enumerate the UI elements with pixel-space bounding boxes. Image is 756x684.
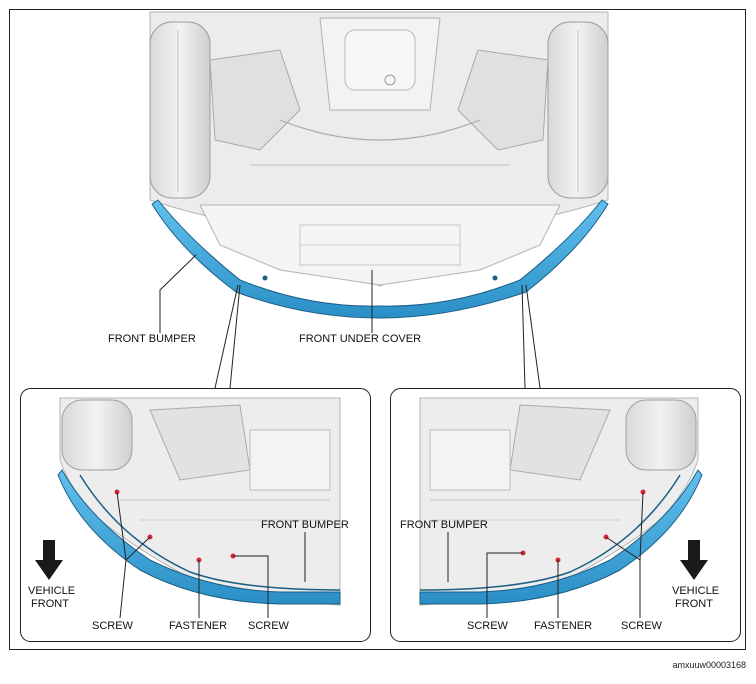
right-fastener-label: FASTENER bbox=[534, 620, 593, 632]
left-fastener-label: FASTENER bbox=[169, 620, 228, 632]
left-front-bumper-label: FRONT BUMPER bbox=[261, 519, 349, 531]
right-front-bumper-label: FRONT BUMPER bbox=[400, 519, 488, 531]
right-screw-label-1: SCREW bbox=[467, 620, 508, 632]
left-vehicle-label: VEHICLE bbox=[28, 585, 76, 597]
left-screw-label-1: SCREW bbox=[92, 620, 133, 632]
left-screw-label-2: SCREW bbox=[248, 620, 289, 632]
main-front-bumper-label: FRONT BUMPER bbox=[108, 333, 196, 345]
left-detail-illustration bbox=[57, 397, 341, 606]
right-vehicle-front-arrow-icon bbox=[680, 540, 708, 580]
left-vehicle-front-arrow-icon bbox=[35, 540, 63, 580]
document-id: amxuuw00003168 bbox=[672, 660, 746, 670]
left-front-label: FRONT bbox=[31, 598, 69, 610]
main-underbody-illustration bbox=[149, 11, 609, 319]
main-leader-lines bbox=[159, 254, 541, 389]
main-front-under-cover-label: FRONT UNDER COVER bbox=[299, 333, 422, 345]
right-screw-label-2: SCREW bbox=[621, 620, 662, 632]
right-vehicle-label: VEHICLE bbox=[672, 585, 720, 597]
right-detail-leaders bbox=[447, 491, 644, 618]
right-front-label: FRONT bbox=[675, 598, 713, 610]
left-detail-leaders bbox=[116, 491, 306, 619]
